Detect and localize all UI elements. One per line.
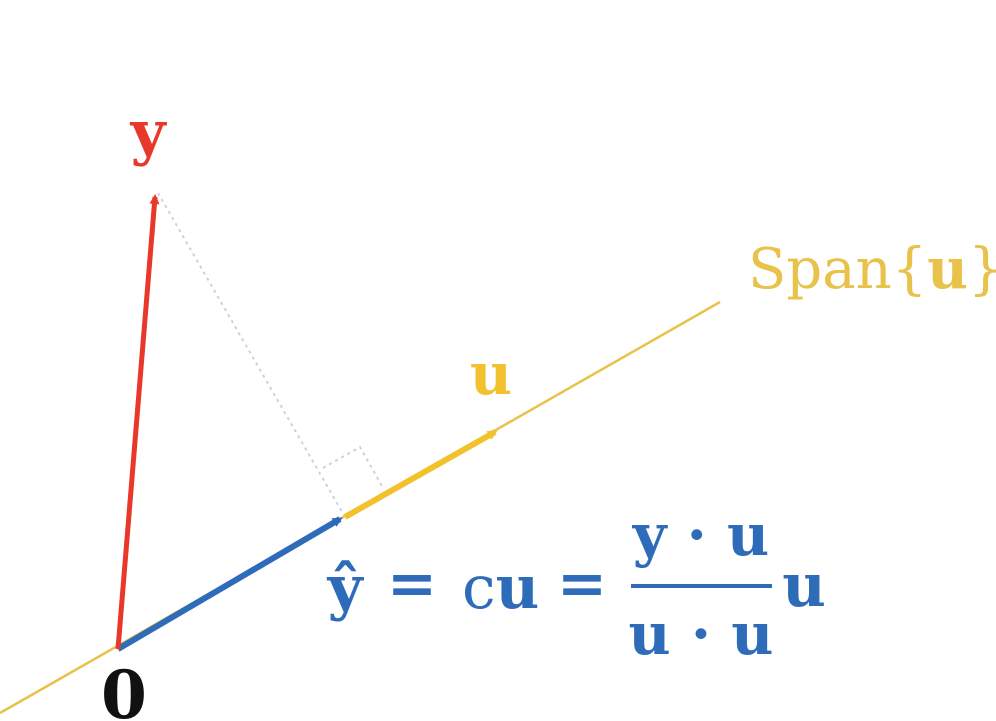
y-vector xyxy=(115,194,160,650)
span-label-suffix: } xyxy=(968,237,996,302)
formula-c: c xyxy=(462,553,496,623)
formula-trailing-u: u xyxy=(782,551,826,621)
formula-cu: cu xyxy=(462,553,539,623)
projection-vector xyxy=(116,516,343,652)
u-label: u xyxy=(470,340,512,408)
formula-numerator: y · u xyxy=(632,501,769,569)
formula-equals-1: = xyxy=(387,549,437,619)
u-vector xyxy=(343,429,498,520)
span-label: Span{u} xyxy=(748,236,996,302)
perpendicular-dotted-line xyxy=(157,192,346,518)
span-label-bold: u xyxy=(927,236,968,302)
formula-cu-bold: u xyxy=(496,553,540,623)
right-angle-marker xyxy=(322,445,383,487)
span-label-prefix: Span{ xyxy=(748,237,927,302)
origin-label: 0 xyxy=(101,656,147,721)
formula-denominator: u · u xyxy=(629,600,774,668)
y-label: y xyxy=(130,98,168,168)
formula-yhat: ŷ xyxy=(327,553,365,623)
formula-equals-2: = xyxy=(557,549,607,619)
